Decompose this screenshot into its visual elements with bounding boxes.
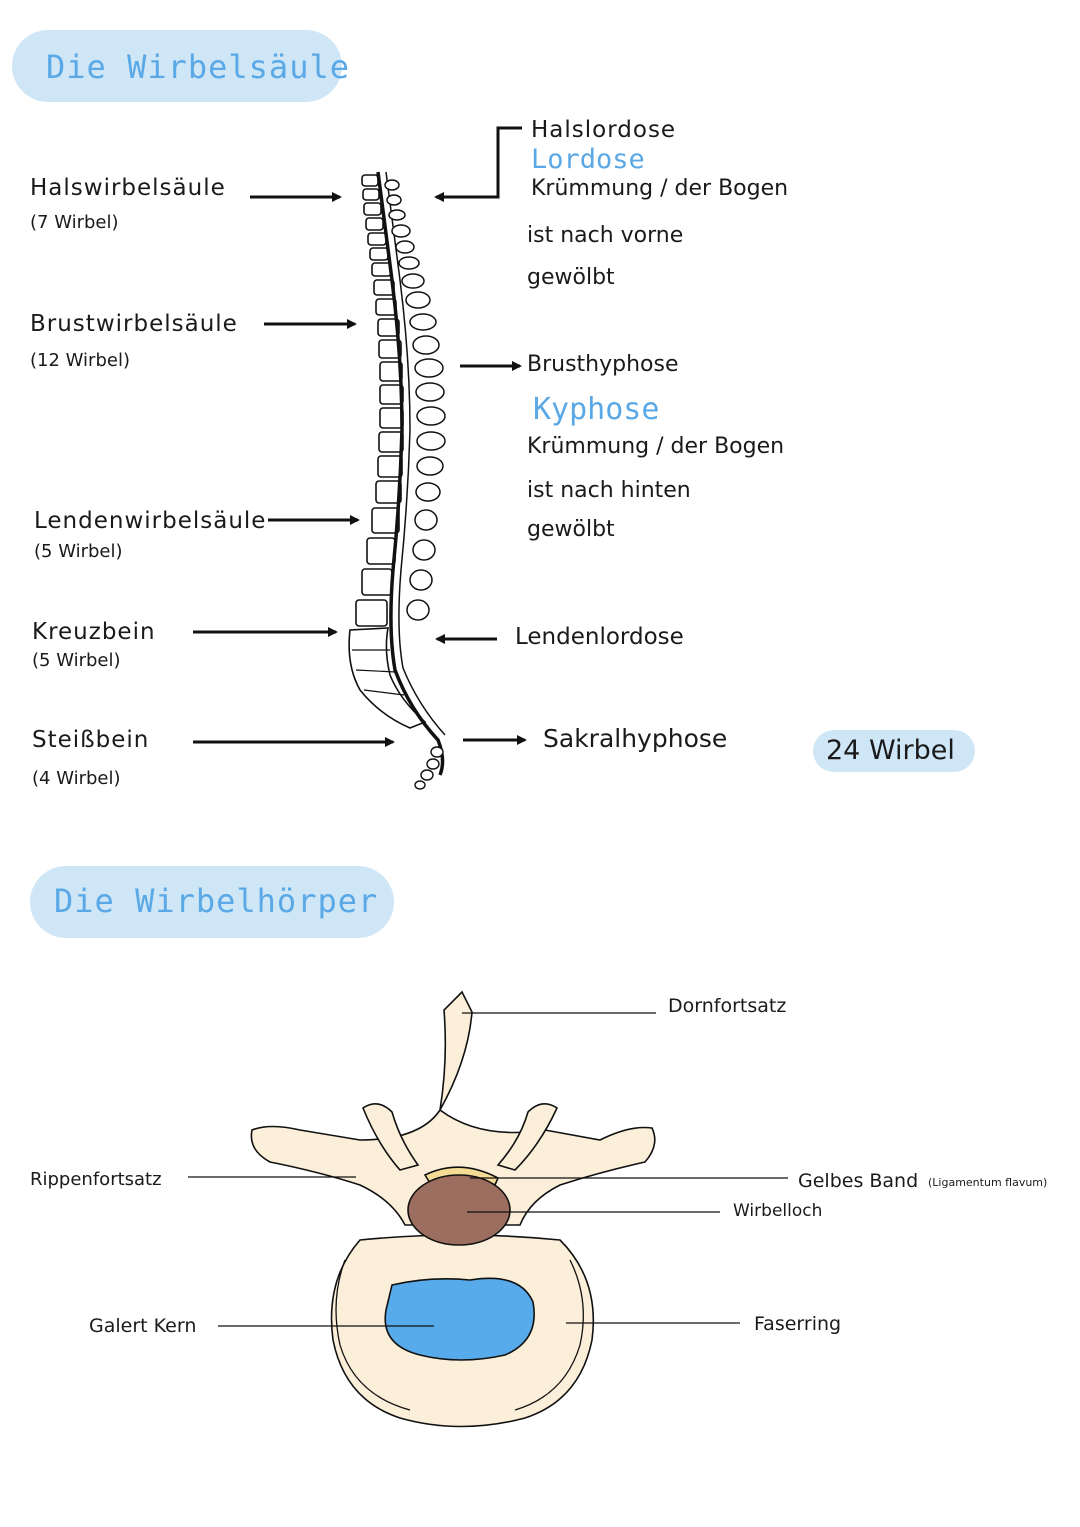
count-brustwirbelsaeule: (12 Wirbel) — [30, 350, 130, 371]
label-rippenfortsatz: Rippenfortsatz — [30, 1169, 162, 1190]
spine-illustration — [348, 171, 446, 790]
brustkyphose-line1: Krümmung / der Bogen — [527, 434, 785, 459]
vertebra-count-badge — [813, 730, 975, 772]
count-halswirbelsaeule: (7 Wirbel) — [30, 212, 119, 233]
count-steissbein: (4 Wirbel) — [32, 768, 121, 789]
label-galertkern: Galert Kern — [89, 1315, 197, 1337]
title-highlight-1 — [12, 30, 342, 102]
term-kyphose: Kyphose — [533, 392, 660, 427]
label-sakralkyphose: Sakralhyphose — [543, 724, 728, 753]
vertebra-count-text: 24 Wirbel — [826, 735, 955, 766]
label-kreuzbein: Kreuzbein — [32, 619, 156, 645]
label-wirbelloch: Wirbelloch — [733, 1201, 823, 1221]
section-title-wirbelsaeule: Die Wirbelsäule — [46, 48, 350, 86]
count-kreuzbein: (5 Wirbel) — [32, 650, 121, 671]
title-highlight-2 — [30, 866, 394, 938]
brustkyphose-line3: gewölbt — [527, 517, 615, 542]
label-faserring: Faserring — [754, 1313, 842, 1335]
term-lordose: Lordose — [531, 144, 645, 175]
brustkyphose-line2: ist nach hinten — [527, 478, 691, 503]
arrow-halslordose — [434, 126, 522, 202]
label-steissbein: Steißbein — [32, 727, 150, 753]
section-title-wirbelkoerper: Die Wirbelhörper — [54, 882, 379, 920]
label-lendenwirbelsaeule: Lendenwirbelsäule — [34, 508, 267, 534]
label-brustkyphose: Brusthyphose — [527, 352, 679, 377]
label-gelbes-band: Gelbes Band — [798, 1170, 919, 1192]
right-arrows — [434, 126, 527, 745]
left-arrows — [193, 192, 395, 747]
label-lendenlordose: Lendenlordose — [515, 624, 684, 650]
label-brustwirbelsaeule: Brustwirbelsäule — [30, 311, 238, 337]
label-halswirbelsaeule: Halswirbelsäule — [30, 175, 226, 201]
label-gelbes-band-latin: (Ligamentum flavum) — [928, 1176, 1048, 1189]
label-halslordose: Halslordose — [531, 117, 677, 143]
leader-lines — [188, 1012, 788, 1327]
count-lendenwirbelsaeule: (5 Wirbel) — [34, 541, 123, 562]
label-dornfortsatz: Dornfortsatz — [668, 995, 787, 1017]
vertebra-illustration — [250, 990, 656, 1428]
halslordose-line3: gewölbt — [527, 265, 615, 290]
halslordose-line1: Krümmung / der Bogen — [531, 176, 789, 201]
halslordose-line2: ist nach vorne — [527, 223, 684, 248]
